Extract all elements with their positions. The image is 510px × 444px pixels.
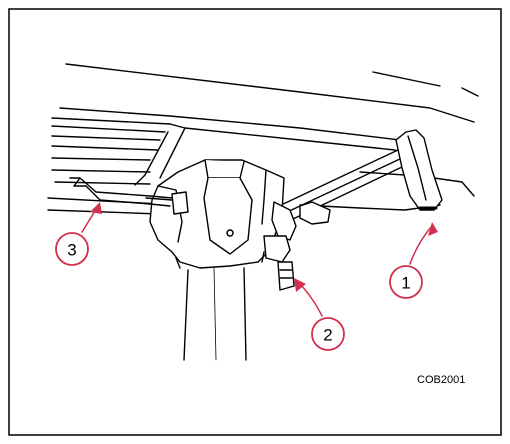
callout-number: 3 bbox=[67, 241, 76, 260]
figure-border bbox=[8, 8, 502, 436]
leader-1 bbox=[409, 225, 433, 265]
lifting-hook bbox=[69, 177, 173, 207]
callout-number: 1 bbox=[401, 274, 410, 293]
jack-post bbox=[183, 267, 247, 361]
arrowhead-1 bbox=[428, 222, 438, 236]
callout-circle bbox=[389, 265, 423, 299]
jack-body bbox=[145, 159, 297, 291]
callout-1: 1 bbox=[389, 265, 423, 299]
arrowhead-2 bbox=[294, 278, 306, 292]
callout-circle bbox=[311, 317, 345, 351]
figure-code-label: COB2001 bbox=[417, 374, 465, 386]
callout-arrowheads bbox=[90, 202, 438, 292]
callout-number: 2 bbox=[323, 326, 332, 345]
vehicle-underbody bbox=[47, 63, 479, 215]
arrowhead-3 bbox=[90, 202, 102, 214]
callout-circle bbox=[55, 232, 89, 266]
callout-2: 2 bbox=[311, 317, 345, 351]
callout-3: 3 bbox=[55, 232, 89, 266]
